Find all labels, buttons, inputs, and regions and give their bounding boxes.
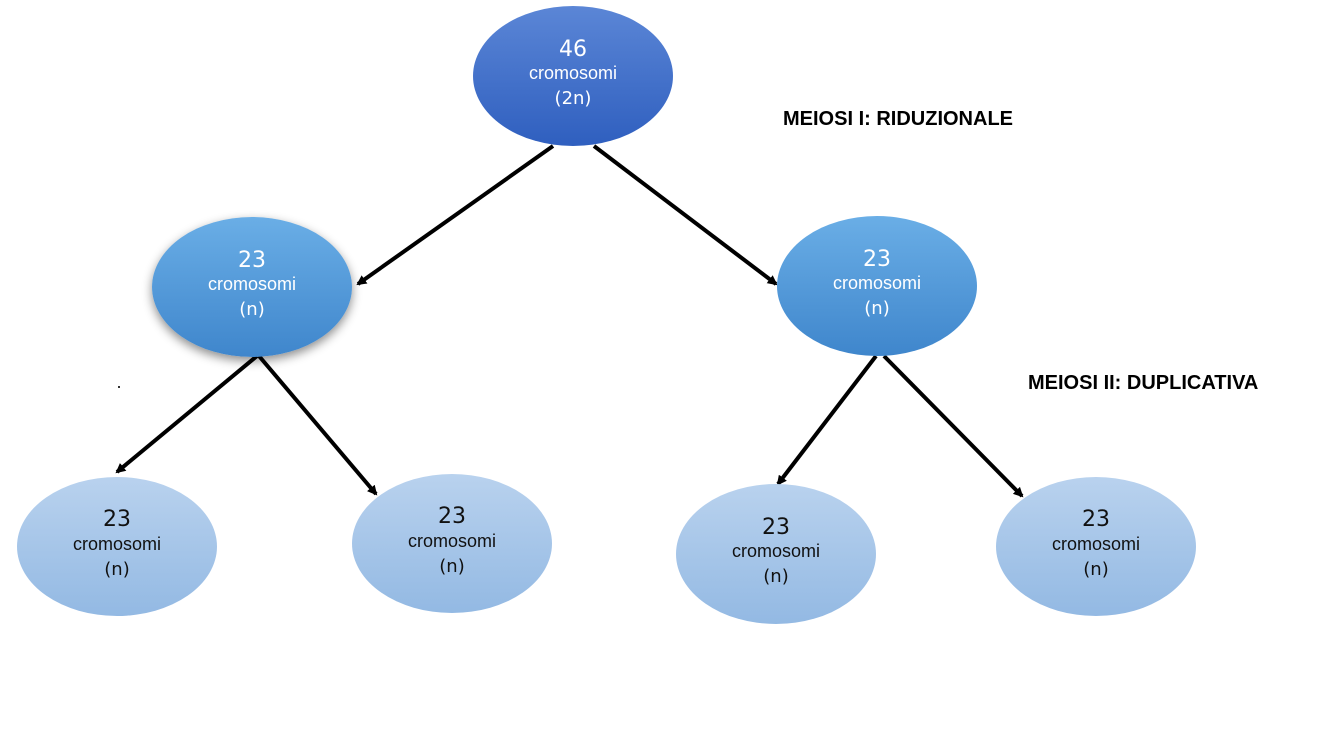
cell-leaf-4-label: cromosomi xyxy=(1051,533,1140,554)
cell-right-label: cromosomi xyxy=(832,273,921,293)
phase-label-meiosis-2: MEIOSI II: DUPLICATIVA xyxy=(1028,372,1259,394)
arrow-left-to-leaf-1 xyxy=(115,354,259,474)
cell-leaf-2-ploidy: (n) xyxy=(439,555,465,577)
arrow-right-to-leaf-4 xyxy=(882,354,1024,498)
phase-label-meiosis-1: MEIOSI I: RIDUZIONALE xyxy=(783,108,1013,130)
arrow-left-to-leaf-2 xyxy=(257,354,378,496)
cell-leaf-1-ploidy: (n) xyxy=(104,558,130,580)
cell-root: 46 cromosomi (2n) xyxy=(473,6,673,146)
cell-leaf-3-label: cromosomi xyxy=(731,541,820,561)
arrow-root-to-right xyxy=(592,144,778,286)
cell-leaf-4: 23 cromosomi (n) xyxy=(996,477,1196,616)
cell-leaf-4-count: 23 xyxy=(1082,507,1110,533)
cell-root-ploidy: (2n) xyxy=(554,88,592,110)
cell-right: 23 cromosomi (n) xyxy=(777,216,977,356)
cell-leaf-3-count: 23 xyxy=(762,514,790,540)
cell-leaf-1: 23 cromosomi (n) xyxy=(17,477,217,616)
cell-left: 23 cromosomi (n) xyxy=(152,217,352,357)
cell-root-label: cromosomi xyxy=(528,63,617,83)
cell-right-count: 23 xyxy=(863,246,891,272)
stray-dot xyxy=(118,386,120,388)
cell-left-label: cromosomi xyxy=(207,274,296,294)
cell-leaf-3-ploidy: (n) xyxy=(763,566,789,588)
cell-leaf-4-ploidy: (n) xyxy=(1083,558,1109,580)
cell-leaf-3: 23 cromosomi (n) xyxy=(676,484,876,624)
cell-leaf-2: 23 cromosomi (n) xyxy=(352,474,552,613)
cell-right-ploidy: (n) xyxy=(864,298,890,320)
cell-leaf-2-label: cromosomi xyxy=(407,530,496,551)
arrow-root-to-left xyxy=(356,144,555,286)
cell-root-count: 46 xyxy=(559,36,587,62)
cell-leaf-1-label: cromosomi xyxy=(72,533,161,554)
cell-leaf-2-count: 23 xyxy=(438,504,466,530)
cell-left-count: 23 xyxy=(238,247,266,273)
cell-leaf-1-count: 23 xyxy=(103,507,131,533)
arrow-right-to-leaf-3 xyxy=(776,354,878,486)
cell-left-ploidy: (n) xyxy=(239,299,265,321)
